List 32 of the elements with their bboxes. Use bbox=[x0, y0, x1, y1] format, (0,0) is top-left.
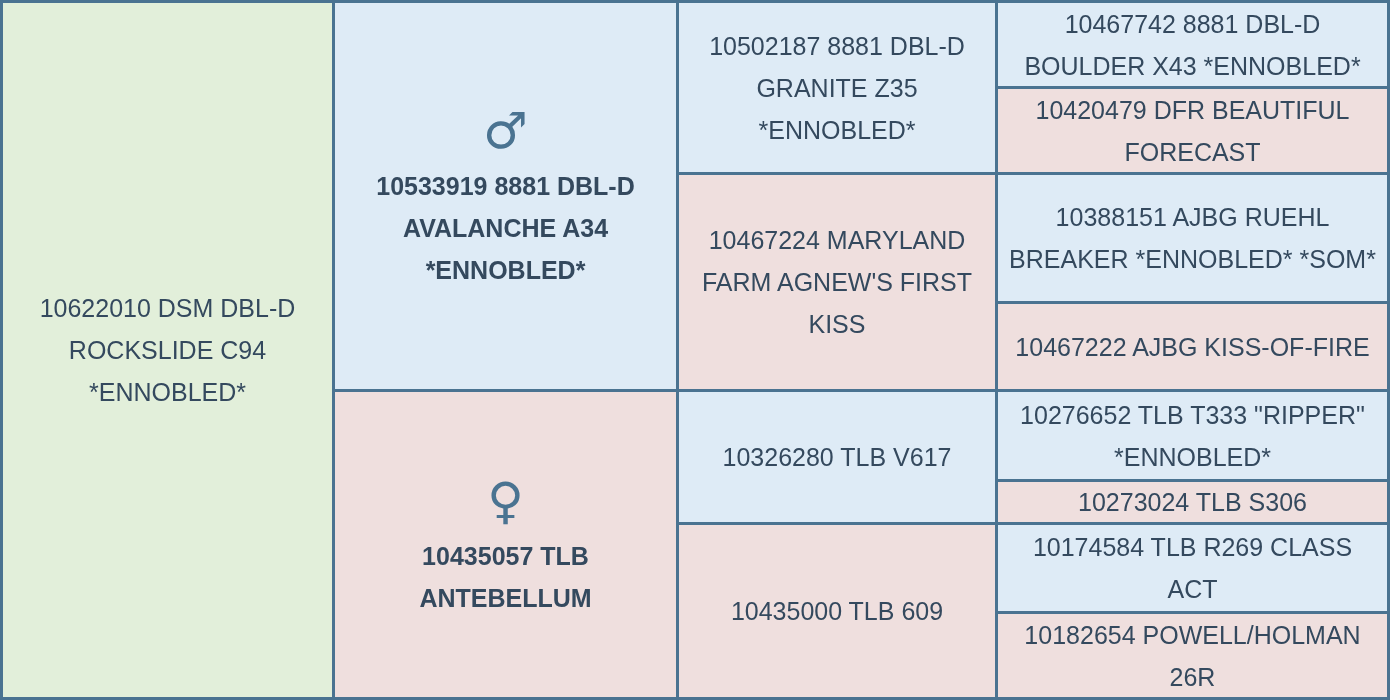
pedigree-cell bbox=[998, 3, 1387, 86]
animal-name: 10388151 AJBG RUEHL BREAKER *ENNOBLED* *SOM* bbox=[1008, 202, 1377, 275]
pedigree-cell bbox=[3, 3, 332, 697]
pedigree-cell bbox=[998, 482, 1387, 522]
pedigree-cell bbox=[998, 525, 1387, 611]
animal-name: 10622010 DSM DBL-D ROCKSLIDE C94 *ENNOBLED* bbox=[38, 293, 297, 408]
animal-name: 10174584 TLB R269 CLASS ACT bbox=[1031, 532, 1354, 605]
animal-name: 10182654 POWELL/HOLMAN 26R bbox=[1023, 619, 1362, 693]
animal-name: 10467224 MARYLAND FARM AGNEW'S FIRST KISS bbox=[700, 225, 974, 340]
pedigree-cell bbox=[998, 175, 1387, 301]
pedigree-cell bbox=[679, 175, 995, 389]
pedigree-cell bbox=[335, 392, 676, 697]
pedigree-cell bbox=[998, 392, 1387, 479]
animal-name: 10502187 8881 DBL-D GRANITE Z35 *ENNOBLED* bbox=[708, 30, 966, 146]
pedigree-cell bbox=[679, 3, 995, 172]
animal-name: 10467742 8881 DBL-D BOULDER X43 *ENNOBLED* bbox=[1023, 8, 1362, 82]
animal-name: 10276652 TLB T333 "RIPPER" *ENNOBLED* bbox=[1019, 399, 1366, 473]
animal-name: 10420479 DFR BEAUTIFUL FORECAST bbox=[1034, 94, 1351, 168]
pedigree-cell bbox=[335, 3, 676, 389]
animal-name: 10435057 TLB ANTEBELLUM bbox=[418, 540, 593, 614]
pedigree-cell bbox=[998, 89, 1387, 172]
animal-name: 10467222 AJBG KISS-OF-FIRE bbox=[1015, 331, 1370, 363]
animal-name: 10435000 TLB 609 bbox=[730, 596, 944, 627]
pedigree-cell bbox=[679, 392, 995, 522]
pedigree-cell bbox=[679, 525, 995, 697]
sex-symbol: ♂ bbox=[483, 101, 528, 161]
animal-name: 10533919 8881 DBL-D AVALANCHE A34 *ENNOBLED* bbox=[375, 171, 636, 286]
animal-name: 10326280 TLB V617 bbox=[722, 442, 952, 473]
animal-name: 10273024 TLB S306 bbox=[1078, 487, 1307, 518]
pedigree-cell bbox=[998, 614, 1387, 697]
sex-symbol: ♀ bbox=[487, 470, 524, 531]
pedigree-cell bbox=[998, 304, 1387, 389]
